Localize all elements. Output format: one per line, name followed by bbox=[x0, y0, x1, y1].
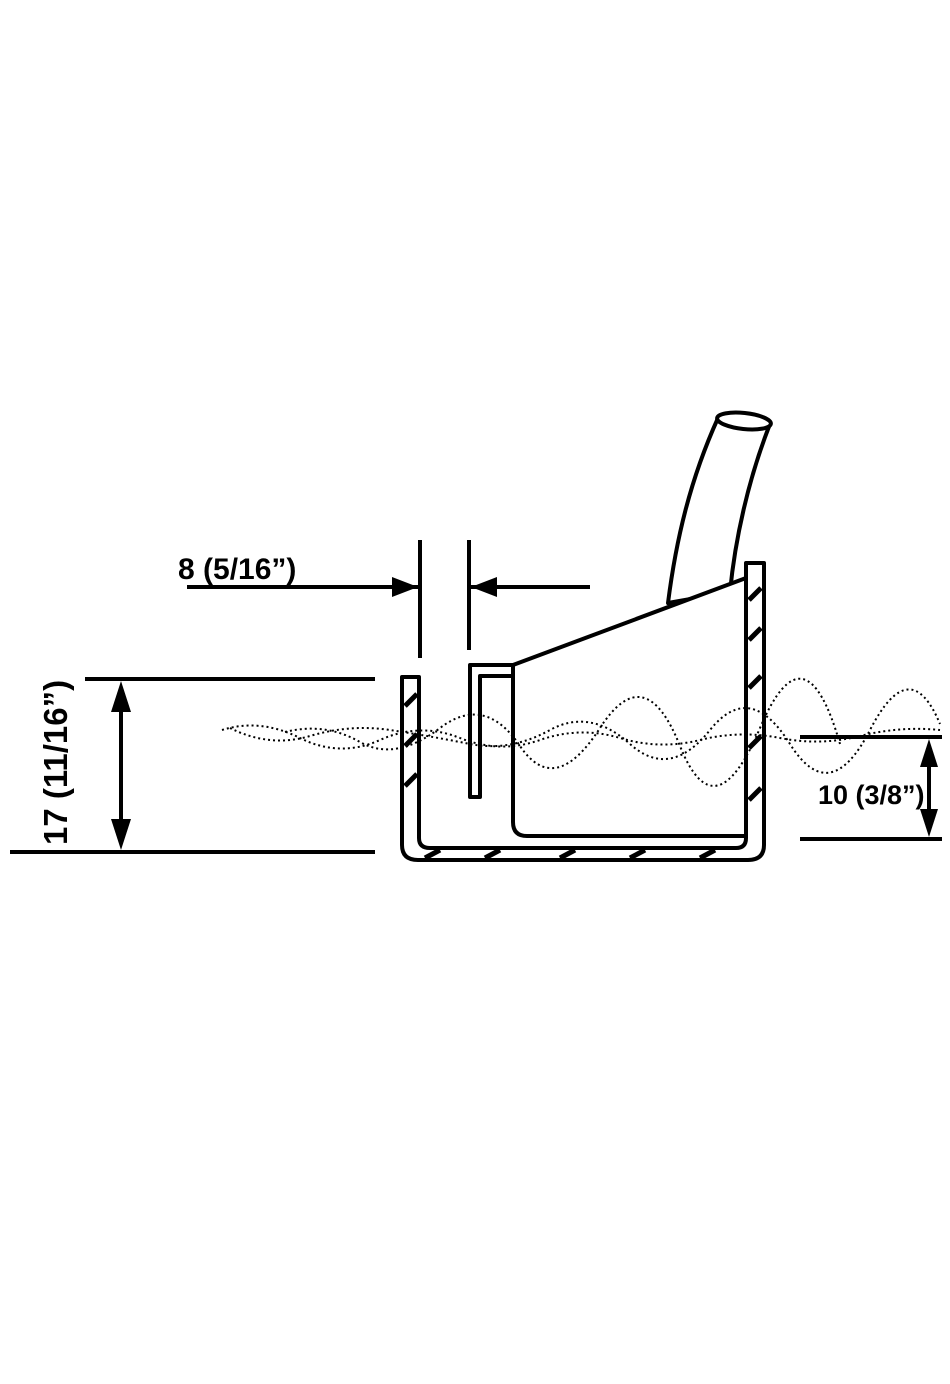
height-arrowhead-top bbox=[111, 681, 131, 712]
nozzle-body bbox=[513, 578, 746, 836]
fill-arrowhead-top bbox=[920, 739, 938, 767]
nozzle-insert bbox=[470, 578, 746, 836]
fill-arrowhead-bottom bbox=[920, 809, 938, 837]
gap-width-label: 8 (5/16”) bbox=[178, 553, 296, 586]
gap-arrowhead-left bbox=[392, 577, 418, 597]
gap-arrowhead-right bbox=[471, 577, 497, 597]
fill-height-label: 10 (3/8”) bbox=[818, 780, 925, 810]
nozzle-hook bbox=[470, 665, 513, 797]
height-arrowhead-bottom bbox=[111, 819, 131, 850]
height-dimension bbox=[111, 681, 131, 850]
overall-height-label: 17 (11/16”) bbox=[37, 680, 74, 845]
